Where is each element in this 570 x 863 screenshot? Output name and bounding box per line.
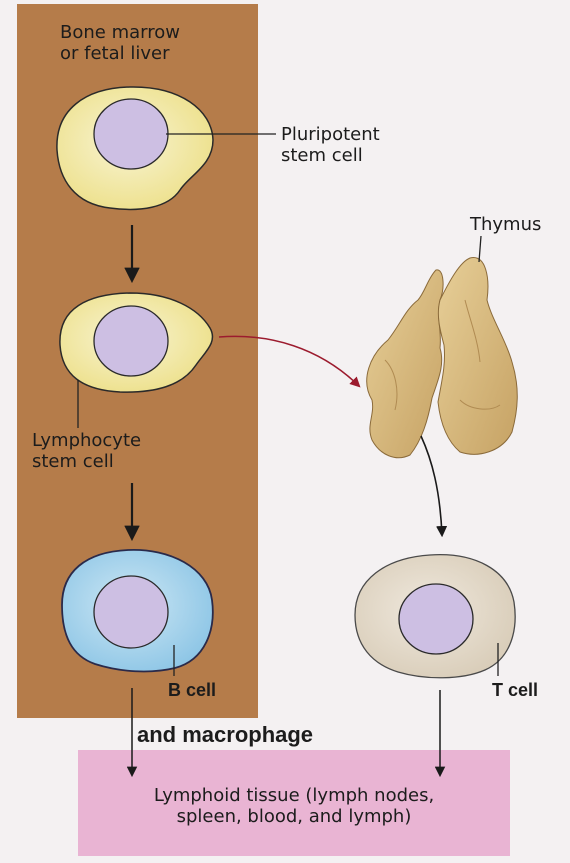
t-cell-icon xyxy=(355,555,515,678)
thymus-icon xyxy=(367,258,518,458)
b-cell-label: B cell xyxy=(168,680,216,701)
pluripotent-line2: stem cell xyxy=(281,145,380,166)
pluripotent-line1: Pluripotent xyxy=(281,124,380,145)
bone-marrow-line1: Bone marrow xyxy=(60,22,180,43)
lymphocyte-line1: Lymphocyte xyxy=(32,430,141,451)
lymphoid-tissue-label: Lymphoid tissue (lymph nodes, spleen, bl… xyxy=(78,785,510,827)
thymus-label: Thymus xyxy=(470,214,541,235)
arrow-thymus-to-t-cell xyxy=(421,436,442,535)
lymphoid-line1: Lymphoid tissue (lymph nodes, xyxy=(78,785,510,806)
lymphocyte-label: Lymphocyte stem cell xyxy=(32,430,141,472)
pluripotent-label: Pluripotent stem cell xyxy=(281,124,380,166)
thymus-leader-line xyxy=(479,236,481,262)
bone-marrow-line2: or fetal liver xyxy=(60,43,180,64)
b-cell-icon xyxy=(62,550,213,672)
lymphoid-line2: spleen, blood, and lymph) xyxy=(78,806,510,827)
macrophage-label: and macrophage xyxy=(137,722,313,748)
t-cell-label: T cell xyxy=(492,680,538,701)
lymphocyte-line2: stem cell xyxy=(32,451,141,472)
bone-marrow-label: Bone marrow or fetal liver xyxy=(60,22,180,64)
